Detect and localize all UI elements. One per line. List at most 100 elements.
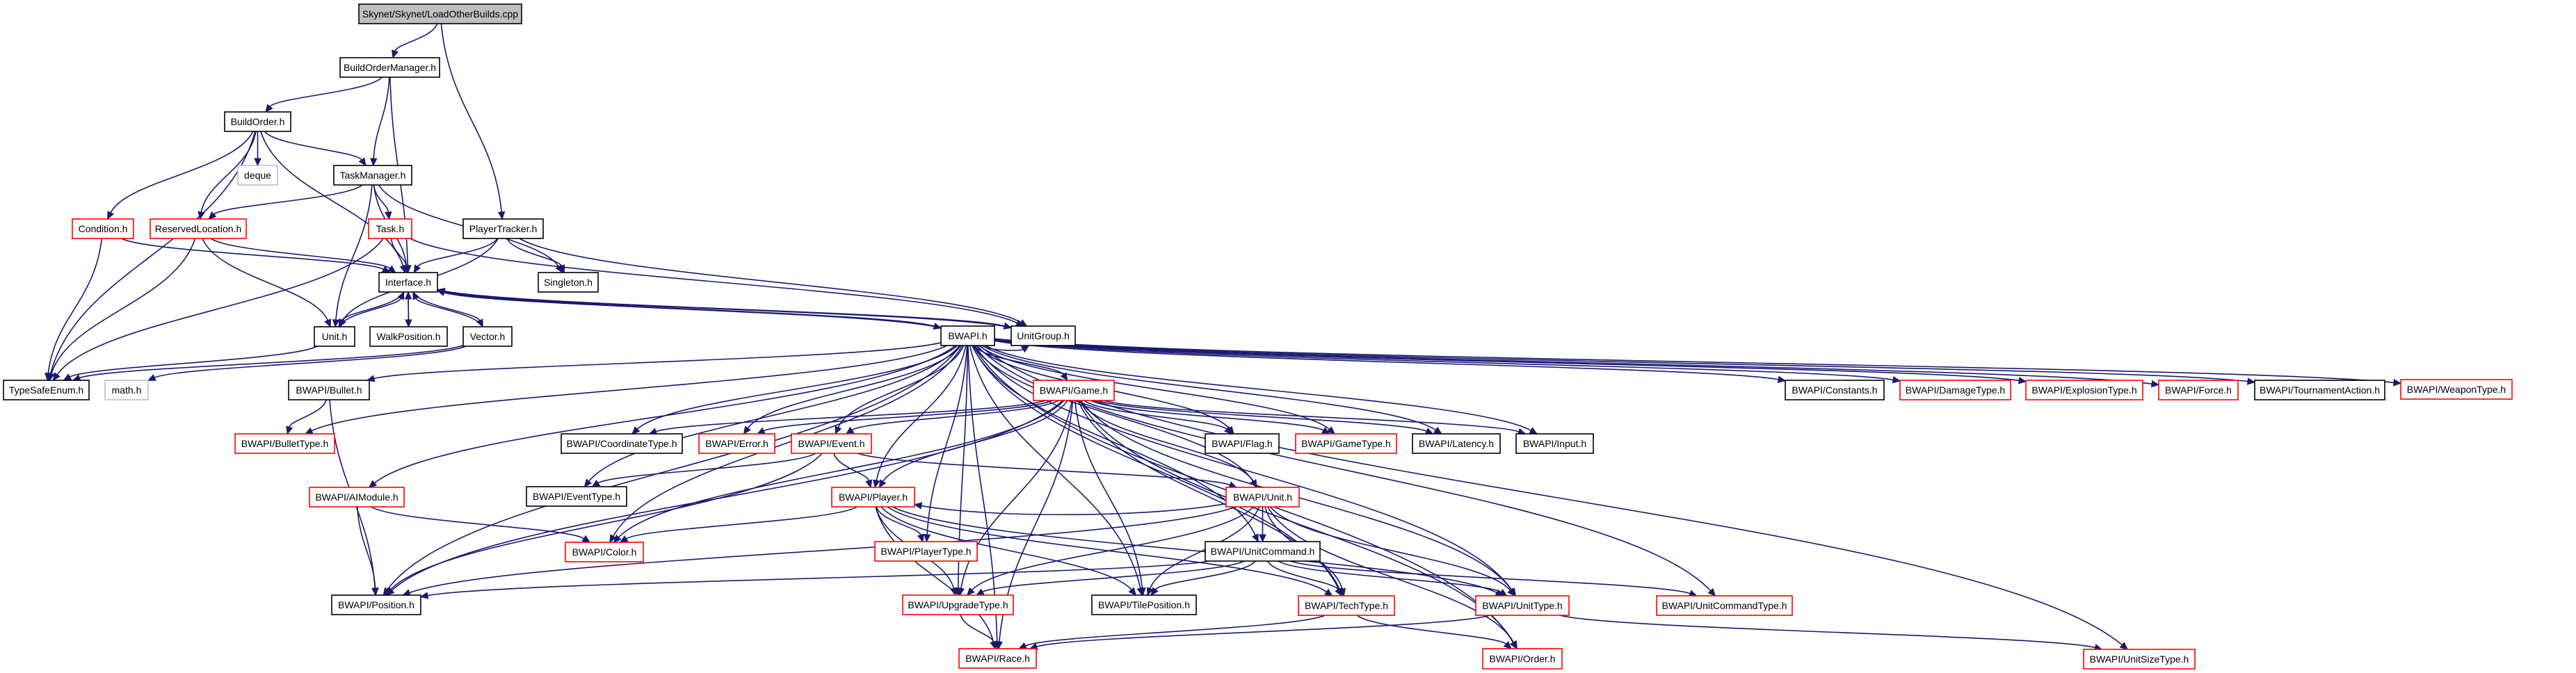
node-flag[interactable]: BWAPI/Flag.h: [1205, 433, 1280, 454]
node-task[interactable]: Task.h: [368, 218, 412, 239]
node-label: Interface.h: [385, 277, 431, 288]
edge-game-to-gametype: [1090, 400, 1324, 431]
node-label: BWAPI/ExplosionType.h: [2031, 384, 2136, 396]
node-order[interactable]: BWAPI/Order.h: [1482, 648, 1563, 670]
node-box: [1785, 380, 1885, 400]
node-box: [462, 218, 544, 239]
arrowhead-icon: [990, 640, 997, 650]
node-unit[interactable]: Unit.h: [314, 326, 355, 347]
node-tileposition[interactable]: BWAPI/TilePosition.h: [1091, 594, 1197, 615]
arrowhead-icon: [966, 587, 975, 596]
edge-ptrack-to-unitgroup: [519, 238, 1022, 323]
edge-upgradetype-to-race: [960, 614, 995, 642]
arrowhead-icon: [950, 587, 958, 597]
node-label: BWAPI.h: [948, 330, 987, 341]
node-label: Singleton.h: [544, 277, 593, 288]
edge-vector-to-iface: [415, 298, 483, 327]
node-box: [1475, 595, 1570, 616]
arrowhead-icon: [385, 587, 394, 596]
node-techtype[interactable]: BWAPI/TechType.h: [1298, 595, 1395, 616]
edge-bwapi-to-bullettype: [311, 345, 948, 432]
node-cond[interactable]: Condition.h: [72, 218, 134, 239]
node-vector[interactable]: Vector.h: [462, 326, 513, 347]
node-weapontype[interactable]: BWAPI/WeaponType.h: [2400, 379, 2513, 400]
node-label: BWAPI/Error.h: [705, 438, 768, 449]
node-error[interactable]: BWAPI/Error.h: [698, 433, 775, 454]
node-label: Skynet/Skynet/LoadOtherBuilds.cpp: [362, 8, 518, 19]
node-player[interactable]: BWAPI/Player.h: [831, 487, 915, 508]
node-game[interactable]: BWAPI/Game.h: [1033, 380, 1115, 401]
node-upgradetype[interactable]: BWAPI/UpgradeType.h: [902, 594, 1014, 615]
edge-bom-to-bo: [269, 76, 383, 107]
node-unitgroup[interactable]: UnitGroup.h: [1011, 325, 1076, 346]
node-box: [1515, 433, 1594, 454]
node-tournament[interactable]: BWAPI/TournamentAction.h: [2254, 380, 2385, 400]
edge-player-to-color: [625, 506, 858, 540]
arrowhead-icon: [1020, 345, 1030, 353]
node-label: ReservedLocation.h: [155, 223, 242, 234]
arrowhead-icon: [878, 479, 887, 489]
node-iface[interactable]: Interface.h: [378, 272, 438, 293]
edge-bwapi-to-tileposition: [969, 345, 1141, 589]
node-playertype[interactable]: BWAPI/PlayerType.h: [874, 541, 978, 562]
edge-cond-to-iface: [121, 238, 384, 270]
node-label: BWAPI/Event.h: [798, 438, 865, 449]
node-coordtype[interactable]: BWAPI/CoordinateType.h: [561, 433, 683, 454]
node-unitsizetype[interactable]: BWAPI/UnitSizeType.h: [2083, 649, 2196, 670]
arrowhead-icon: [591, 479, 601, 487]
node-event[interactable]: BWAPI/Event.h: [791, 433, 872, 454]
arrowhead-icon: [332, 319, 340, 328]
node-constants[interactable]: BWAPI/Constants.h: [1785, 380, 1885, 400]
node-race[interactable]: BWAPI/Race.h: [958, 648, 1037, 669]
node-label: BWAPI/TilePosition.h: [1098, 599, 1190, 610]
node-color[interactable]: BWAPI/Color.h: [565, 542, 644, 562]
node-bom[interactable]: BuildOrderManager.h: [339, 57, 440, 78]
node-bwunit[interactable]: BWAPI/Unit.h: [1225, 487, 1300, 508]
arrowhead-icon: [756, 427, 766, 435]
node-bo[interactable]: BuildOrder.h: [224, 111, 291, 132]
node-box: [150, 218, 247, 239]
node-box: [940, 325, 995, 346]
node-aimodule[interactable]: BWAPI/AIModule.h: [309, 487, 405, 508]
arrowhead-icon: [923, 534, 931, 543]
node-unittype[interactable]: BWAPI/UnitType.h: [1475, 595, 1570, 616]
node-gametype[interactable]: BWAPI/GameType.h: [1295, 433, 1397, 454]
node-eventtype[interactable]: BWAPI/EventType.h: [526, 486, 627, 507]
node-damagetype[interactable]: BWAPI/DamageType.h: [1899, 380, 2011, 400]
node-ptrack[interactable]: PlayerTracker.h: [462, 218, 544, 239]
node-tm[interactable]: TaskManager.h: [333, 165, 412, 186]
node-tse[interactable]: TypeSafeEnum.h: [3, 380, 90, 400]
node-box: [224, 111, 291, 132]
node-box: [104, 380, 149, 400]
node-box: [2025, 380, 2143, 400]
arrowhead-icon: [402, 265, 410, 274]
edge-ptrack-to-iface: [417, 238, 498, 267]
arrowhead-icon: [286, 425, 293, 435]
node-label: BWAPI/Order.h: [1489, 654, 1555, 665]
node-bullettype[interactable]: BWAPI/BulletType.h: [234, 433, 335, 454]
edge-bo-to-iface: [260, 131, 404, 266]
node-latency[interactable]: BWAPI/Latency.h: [1412, 433, 1501, 454]
node-force[interactable]: BWAPI/Force.h: [2158, 380, 2239, 400]
node-unitcommandtype[interactable]: BWAPI/UnitCommandType.h: [1656, 595, 1793, 616]
node-resloc[interactable]: ReservedLocation.h: [150, 218, 247, 239]
node-label: BWAPI/Force.h: [2165, 384, 2232, 396]
node-unitcommand[interactable]: BWAPI/UnitCommand.h: [1205, 541, 1321, 562]
node-label: BWAPI/TechType.h: [1305, 600, 1388, 611]
node-label: Task.h: [376, 223, 404, 234]
node-box: [1091, 594, 1197, 615]
node-bullet[interactable]: BWAPI/Bullet.h: [288, 380, 370, 400]
node-position[interactable]: BWAPI/Position.h: [331, 594, 421, 615]
node-explosiontype[interactable]: BWAPI/ExplosionType.h: [2025, 380, 2143, 400]
arrowhead-icon: [1707, 587, 1716, 597]
node-label: BWAPI/Position.h: [338, 599, 414, 610]
arrowhead-icon: [1498, 588, 1508, 597]
node-bwapi[interactable]: BWAPI.h: [940, 325, 995, 346]
node-walkpos[interactable]: WalkPosition.h: [369, 326, 448, 347]
node-singleton[interactable]: Singleton.h: [538, 272, 599, 293]
arrowhead-icon: [613, 534, 622, 543]
node-root[interactable]: Skynet/Skynet/LoadOtherBuilds.cpp: [358, 3, 522, 24]
arrowhead-icon: [1018, 319, 1028, 327]
node-input[interactable]: BWAPI/Input.h: [1515, 433, 1594, 454]
edge-event-to-bwunit: [857, 453, 1230, 486]
